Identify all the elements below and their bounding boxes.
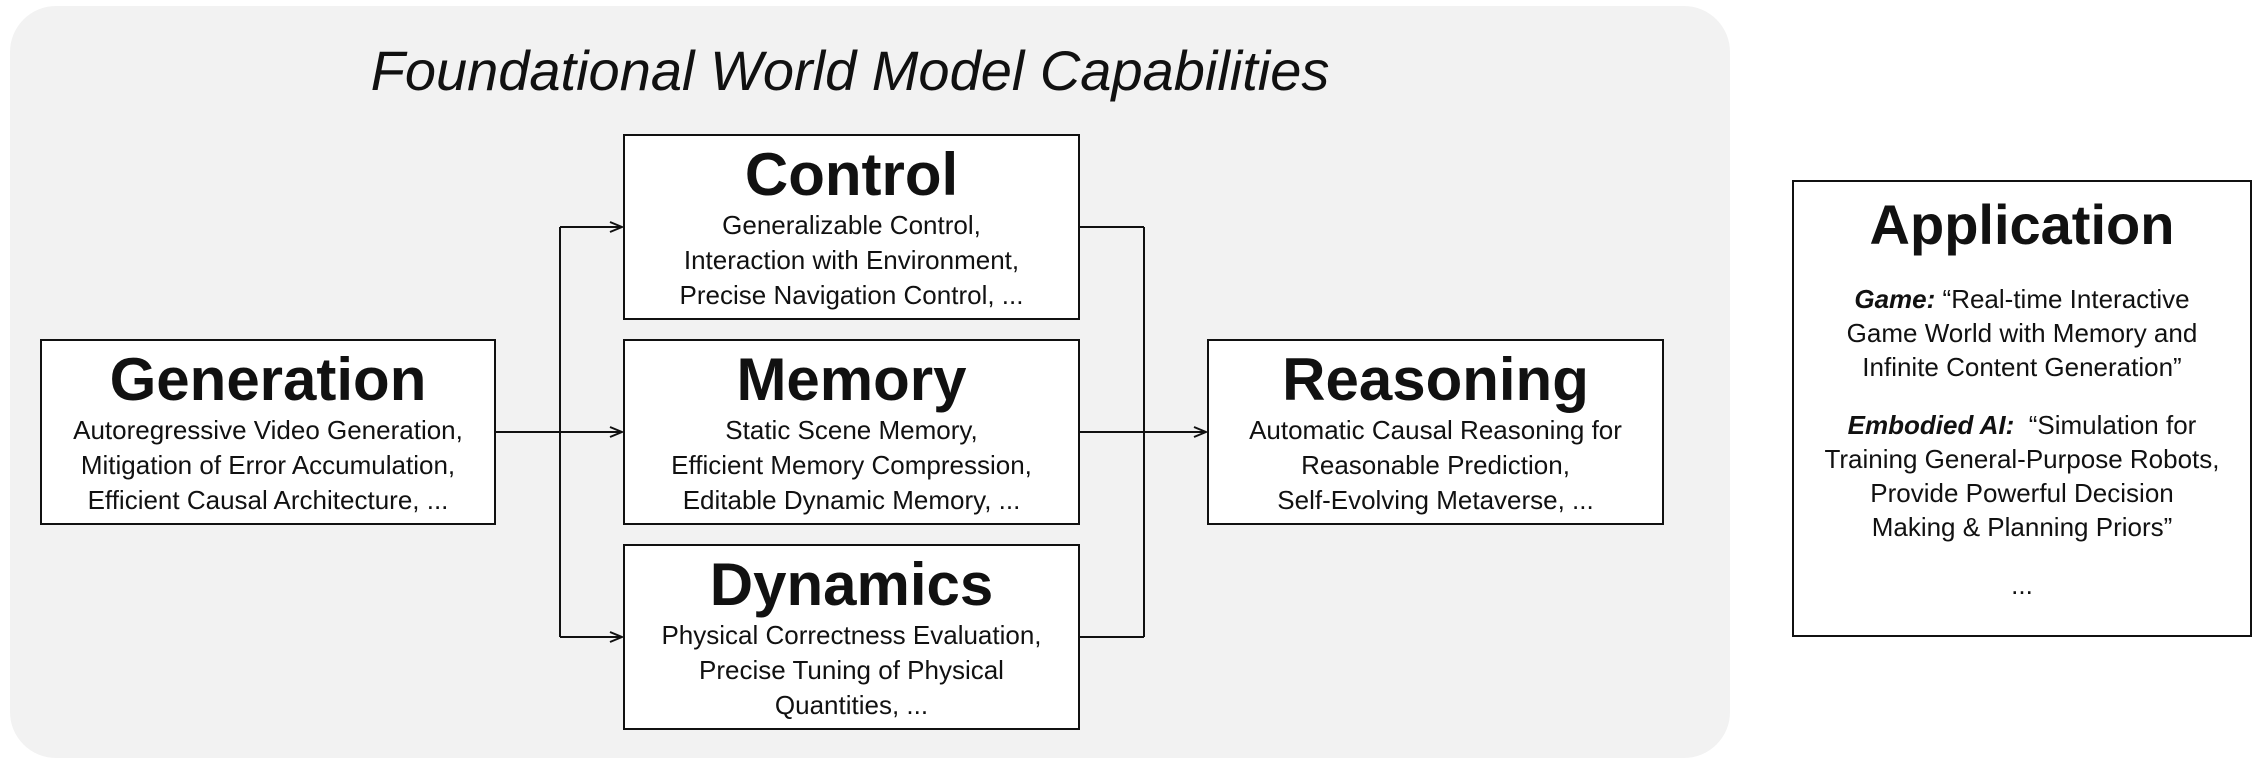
dynamics-box: Dynamics Physical Correctness Evaluation… <box>623 544 1080 730</box>
game-application: Game: “Real-time Interactive Game World … <box>1794 282 2250 384</box>
embodied-line: Provide Powerful Decision <box>1870 478 2174 508</box>
generation-line: Efficient Causal Architecture, ... <box>87 485 449 515</box>
branches-to-reasoning-connector <box>1080 226 1206 638</box>
control-description: Generalizable Control, Interaction with … <box>625 208 1078 313</box>
memory-description: Static Scene Memory, Efficient Memory Co… <box>625 413 1078 518</box>
dynamics-title: Dynamics <box>709 551 994 618</box>
memory-line: Editable Dynamic Memory, ... <box>682 485 1021 515</box>
control-line: Generalizable Control, <box>722 210 981 240</box>
embodied-line: Training General-Purpose Robots, <box>1824 444 2220 474</box>
dynamics-line: Quantities, ... <box>774 690 929 720</box>
dynamics-description: Physical Correctness Evaluation, Precise… <box>625 618 1078 723</box>
control-line: Precise Navigation Control, ... <box>679 280 1024 310</box>
control-line: Interaction with Environment, <box>683 245 1020 275</box>
game-text: “Real-time Interactive <box>1942 284 2190 314</box>
generation-to-branches-connector <box>496 227 622 637</box>
reasoning-line: Self-Evolving Metaverse, ... <box>1277 485 1594 515</box>
control-box: Control Generalizable Control, Interacti… <box>623 134 1080 320</box>
reasoning-box: Reasoning Automatic Causal Reasoning for… <box>1207 339 1664 525</box>
generation-line: Mitigation of Error Accumulation, <box>80 450 456 480</box>
game-line: Game World with Memory and <box>1846 318 2198 348</box>
embodied-text: “Simulation for <box>2028 410 2197 440</box>
game-line: Infinite Content Generation” <box>1862 352 2182 382</box>
application-ellipsis: ... <box>2011 570 2033 600</box>
application-title: Application <box>1869 193 2175 256</box>
generation-box: Generation Autoregressive Video Generati… <box>40 339 496 525</box>
embodied-first-line: Embodied AI: “Simulation for <box>1794 408 2250 442</box>
memory-title: Memory <box>736 346 967 413</box>
reasoning-line: Reasonable Prediction, <box>1301 450 1570 480</box>
diagram-title: Foundational World Model Capabilities <box>370 39 1330 102</box>
memory-line: Static Scene Memory, <box>725 415 978 445</box>
generation-line: Autoregressive Video Generation, <box>73 415 463 445</box>
generation-title: Generation <box>109 346 427 413</box>
control-title: Control <box>744 141 959 208</box>
dynamics-line: Physical Correctness Evaluation, <box>661 620 1042 650</box>
generation-description: Autoregressive Video Generation, Mitigat… <box>42 413 494 518</box>
embodied-ai-application: Embodied AI: “Simulation for Training Ge… <box>1794 408 2250 544</box>
embodied-line: Making & Planning Priors” <box>1871 512 2173 542</box>
dynamics-line: Precise Tuning of Physical <box>699 655 1004 685</box>
reasoning-line: Automatic Causal Reasoning for <box>1249 415 1622 445</box>
memory-line: Efficient Memory Compression, <box>671 450 1032 480</box>
reasoning-description: Automatic Causal Reasoning for Reasonabl… <box>1209 413 1662 518</box>
reasoning-title: Reasoning <box>1282 346 1589 413</box>
game-label: Game: <box>1854 284 1936 314</box>
application-box: Application Game: “Real-time Interactive… <box>1792 180 2252 637</box>
embodied-label: Embodied AI: <box>1847 410 2015 440</box>
memory-box: Memory Static Scene Memory, Efficient Me… <box>623 339 1080 525</box>
game-first-line: Game: “Real-time Interactive <box>1794 282 2250 316</box>
